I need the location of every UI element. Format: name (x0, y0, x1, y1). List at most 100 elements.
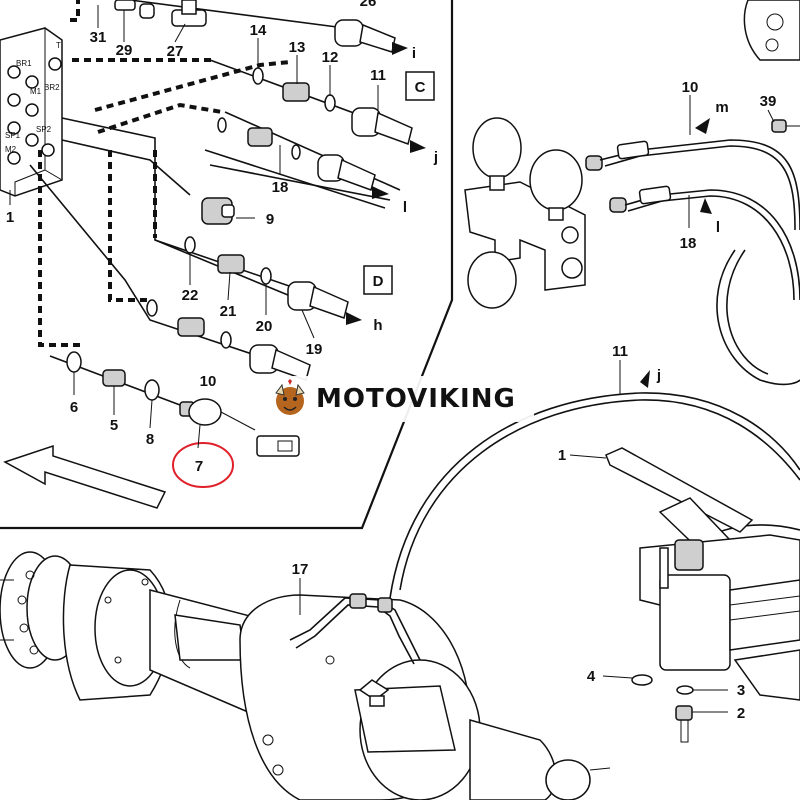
dashed-line-3 (97, 102, 223, 134)
part-label-11-right: 11 (612, 343, 628, 360)
label-d: D (373, 273, 384, 290)
seal-18b (291, 144, 301, 160)
line-to-part-10 (29, 164, 271, 361)
adapter-5 (102, 369, 126, 387)
dashed-line-top (70, 0, 80, 22)
highlight-circle-7 (172, 442, 234, 488)
port-label-sp1: SP1 (5, 131, 21, 140)
watermark-text: MOTOVIKING (316, 384, 516, 414)
hose-fitting-18 (317, 154, 376, 191)
arrow-label-m: m (715, 99, 728, 116)
part-label-1-right: 1 (558, 447, 566, 464)
dashed-line-2 (94, 60, 291, 112)
arrow-label-h: h (373, 317, 382, 334)
brake-pedal-assembly: 1 4 3 2 (558, 447, 800, 743)
axle-assembly: 17 (0, 551, 611, 800)
fitting-26 (334, 19, 396, 53)
union-18 (247, 127, 273, 147)
part-label-5: 5 (110, 417, 118, 434)
seal-10a (146, 299, 158, 317)
arrowhead-j-right (640, 370, 650, 388)
arrowhead-l (372, 186, 389, 199)
part-label-29: 29 (116, 42, 133, 59)
valve-block: BR1 M1 BR2 SP1 SP2 M2 T (0, 27, 63, 197)
hoses-right (599, 118, 800, 386)
part-label-7: 7 (195, 458, 203, 475)
arrowhead-j (410, 140, 426, 153)
union-13 (282, 82, 310, 102)
part-label-13: 13 (289, 39, 306, 56)
part-label-1-left: 1 (6, 209, 14, 226)
part-label-8: 8 (146, 431, 154, 448)
port-label-sp2: SP2 (36, 125, 52, 134)
arrow-label-l-left: l (403, 199, 407, 216)
accumulator-assembly (464, 117, 627, 309)
part-label-18-right: 18 (680, 235, 697, 252)
direction-arrow (3, 444, 167, 509)
part-label-3: 3 (737, 682, 745, 699)
label-c: C (415, 79, 426, 96)
port-label-m1: M1 (30, 87, 42, 96)
part-label-6: 6 (70, 399, 78, 416)
arrowhead-h (346, 312, 362, 325)
watermark-banner: MOTOVIKING (262, 376, 534, 422)
part-label-4: 4 (587, 668, 596, 685)
wheel-hub-top-right (743, 0, 800, 133)
part-label-19: 19 (306, 341, 323, 358)
port-label-br2: BR2 (44, 83, 60, 92)
pressure-sensor-7 (179, 398, 300, 457)
union-21 (217, 254, 245, 274)
arrowhead-l-right (700, 198, 712, 214)
label-box-d (363, 265, 393, 295)
line-to-part-9 (61, 139, 191, 196)
port-label-m2: M2 (5, 145, 17, 154)
arrow-label-j-right: j (656, 367, 661, 384)
part-label-9: 9 (266, 211, 274, 228)
part-label-2: 2 (737, 705, 745, 722)
port-label-t: T (56, 41, 61, 50)
seal-18a (217, 117, 227, 133)
hose-fitting-11 (351, 107, 413, 145)
part-label-22: 22 (182, 287, 199, 304)
seal-10b (220, 331, 232, 349)
detail-panel: BR1 M1 BR2 SP1 SP2 M2 T (0, 0, 454, 530)
part-label-11-top: 11 (370, 67, 386, 84)
seal-20 (260, 267, 272, 285)
arrowhead-m (695, 118, 710, 134)
arrow-label-j-top: j (433, 149, 438, 166)
part-label-31: 31 (90, 29, 107, 46)
hose-fitting-10 (249, 344, 311, 381)
part-label-12: 12 (322, 49, 339, 66)
line-bracket-18 (204, 149, 386, 209)
part-label-14: 14 (250, 22, 267, 39)
fitting-29 (114, 0, 155, 19)
part-label-18-left: 18 (272, 179, 289, 196)
plug-9 (201, 197, 235, 225)
part-label-20: 20 (256, 318, 273, 335)
dashed-line-5 (108, 150, 150, 302)
line-lower-18 (209, 164, 391, 201)
viking-logo-icon (275, 379, 305, 415)
part-label-39: 39 (760, 93, 777, 110)
tee-fitting-27 (171, 0, 207, 27)
union-10 (177, 317, 205, 337)
label-box-c (405, 71, 435, 101)
seal-14 (252, 67, 264, 85)
part-label-10-left: 10 (200, 373, 217, 390)
arrowhead-i (392, 42, 408, 55)
seal-6 (66, 351, 82, 373)
seal-12 (324, 94, 336, 112)
line-top-1 (129, 0, 361, 31)
part-label-21: 21 (220, 303, 237, 320)
part-label-10-right: 10 (682, 79, 699, 96)
arrow-label-i: i (412, 45, 416, 62)
part-label-27: 27 (167, 43, 184, 60)
part-label-17: 17 (292, 561, 309, 578)
arrow-label-l-right: l (716, 219, 720, 236)
part-label-26: 26 (360, 0, 377, 10)
hose-fitting-19 (287, 281, 349, 319)
seal-8 (144, 379, 160, 401)
seal-22 (184, 236, 196, 254)
port-label-br1: BR1 (16, 59, 32, 68)
